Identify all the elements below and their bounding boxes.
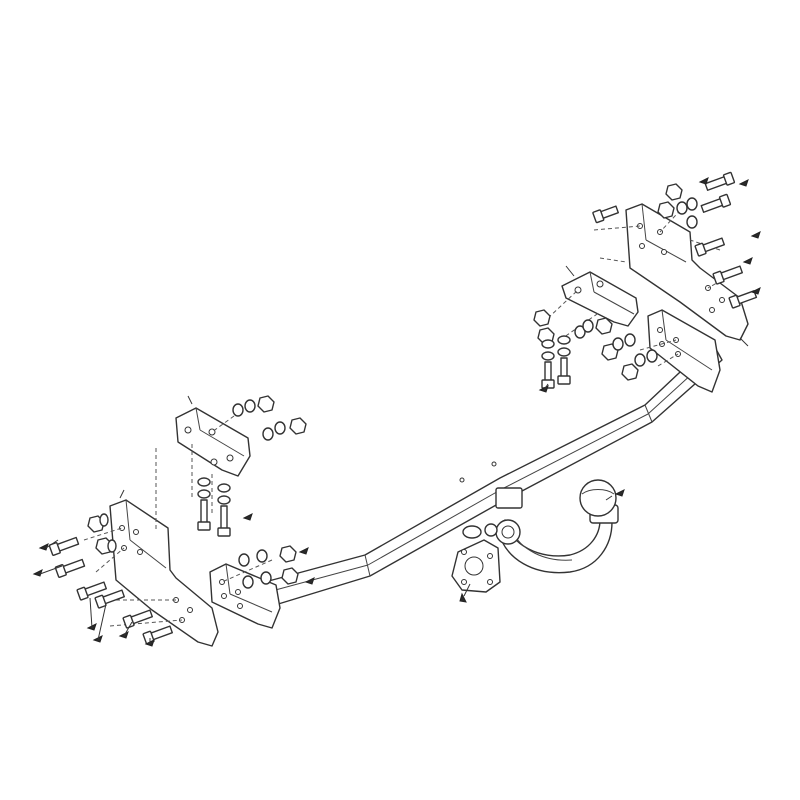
pointer-arrows bbox=[32, 177, 761, 647]
right-side-plate bbox=[625, 203, 749, 347]
washers bbox=[99, 197, 698, 589]
tow-ball bbox=[579, 479, 619, 524]
nuts bbox=[87, 183, 683, 585]
crossbar bbox=[209, 309, 723, 629]
bolts bbox=[48, 171, 758, 645]
left-side-plate bbox=[109, 489, 219, 647]
tow-ball-neck bbox=[495, 487, 613, 574]
right-mounting-bracket bbox=[561, 265, 639, 327]
socket-plate bbox=[451, 523, 501, 593]
left-mounting-bracket bbox=[175, 395, 251, 477]
